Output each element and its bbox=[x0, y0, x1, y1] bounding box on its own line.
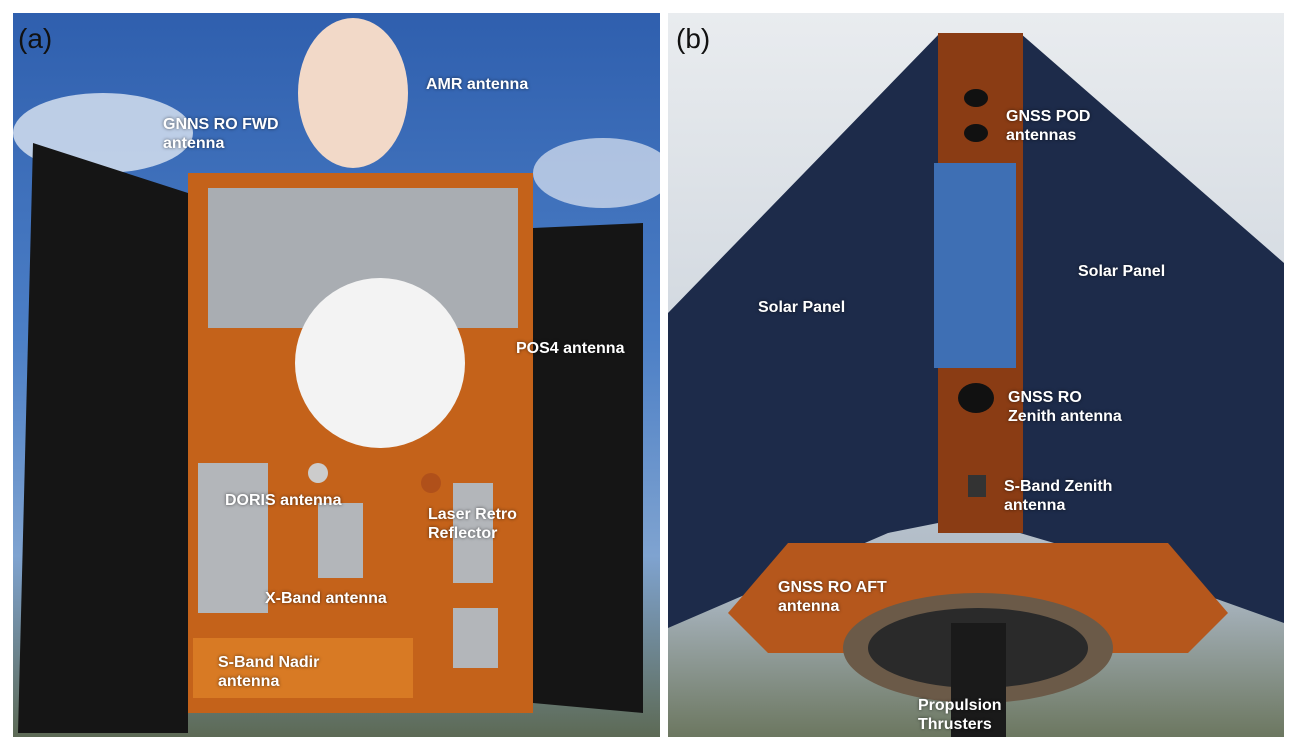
label-gnns-ro-fwd-antenna: GNNS RO FWD antenna bbox=[163, 116, 279, 152]
label-pos4-antenna: POS4 antenna bbox=[516, 340, 625, 357]
label-s-band-zenith-antenna: S-Band Zenith antenna bbox=[1004, 478, 1113, 514]
s-band-zenith-antenna-mark bbox=[968, 475, 986, 497]
cloud bbox=[533, 138, 660, 208]
central-window bbox=[934, 163, 1016, 368]
label-gnss-pod-antennas: GNSS POD antennas bbox=[1006, 108, 1091, 144]
label-laser-retro-reflector: Laser Retro Reflector bbox=[428, 506, 517, 542]
panel-b-tag: (b) bbox=[676, 23, 711, 54]
radiator-panel bbox=[453, 483, 493, 583]
label-gnss-ro-aft-antenna: GNSS RO AFT antenna bbox=[778, 579, 887, 615]
label-s-band-nadir-antenna: S-Band Nadir antenna bbox=[218, 654, 320, 690]
right-solar-wing bbox=[533, 223, 643, 713]
label-solar-panel-left: Solar Panel bbox=[758, 299, 846, 316]
label-solar-panel-right: Solar Panel bbox=[1078, 263, 1166, 280]
label-gnss-ro-zenith-antenna: GNSS RO Zenith antenna bbox=[1008, 389, 1122, 425]
right-solar-panel bbox=[1020, 33, 1284, 623]
label-propulsion-thrusters: Propulsion Thrusters bbox=[918, 697, 1002, 733]
lower-body-panel bbox=[193, 638, 413, 698]
label-amr-antenna: AMR antenna bbox=[426, 76, 529, 93]
radiator-panel bbox=[453, 608, 498, 668]
label-x-band-antenna: X-Band antenna bbox=[265, 590, 387, 607]
left-solar-wing bbox=[18, 143, 188, 733]
radiator-panel bbox=[318, 503, 363, 578]
panel-a-tag: (a) bbox=[18, 23, 53, 54]
gnss-pod-antenna-mark bbox=[964, 89, 988, 107]
radiator-panel bbox=[198, 463, 268, 613]
left-solar-panel bbox=[668, 33, 940, 628]
panel-b-photo: (b) GNSS POD antennas Solar Panel Solar … bbox=[668, 13, 1284, 737]
laser-retro-reflector-mark bbox=[421, 473, 441, 493]
amr-antenna-dish bbox=[298, 18, 408, 168]
satellite-back-illustration bbox=[668, 33, 1284, 737]
doris-antenna-mark bbox=[308, 463, 328, 483]
dish-antenna bbox=[295, 278, 465, 448]
support-pillar bbox=[951, 623, 1006, 737]
panel-a-photo: (a) AMR antenna GNNS RO FWD antenna POS4… bbox=[13, 13, 660, 737]
gnss-ro-zenith-antenna-mark bbox=[958, 383, 994, 413]
satellite-front-illustration bbox=[13, 18, 660, 733]
gnss-pod-antenna-mark bbox=[964, 124, 988, 142]
label-doris-antenna: DORIS antenna bbox=[225, 492, 342, 509]
